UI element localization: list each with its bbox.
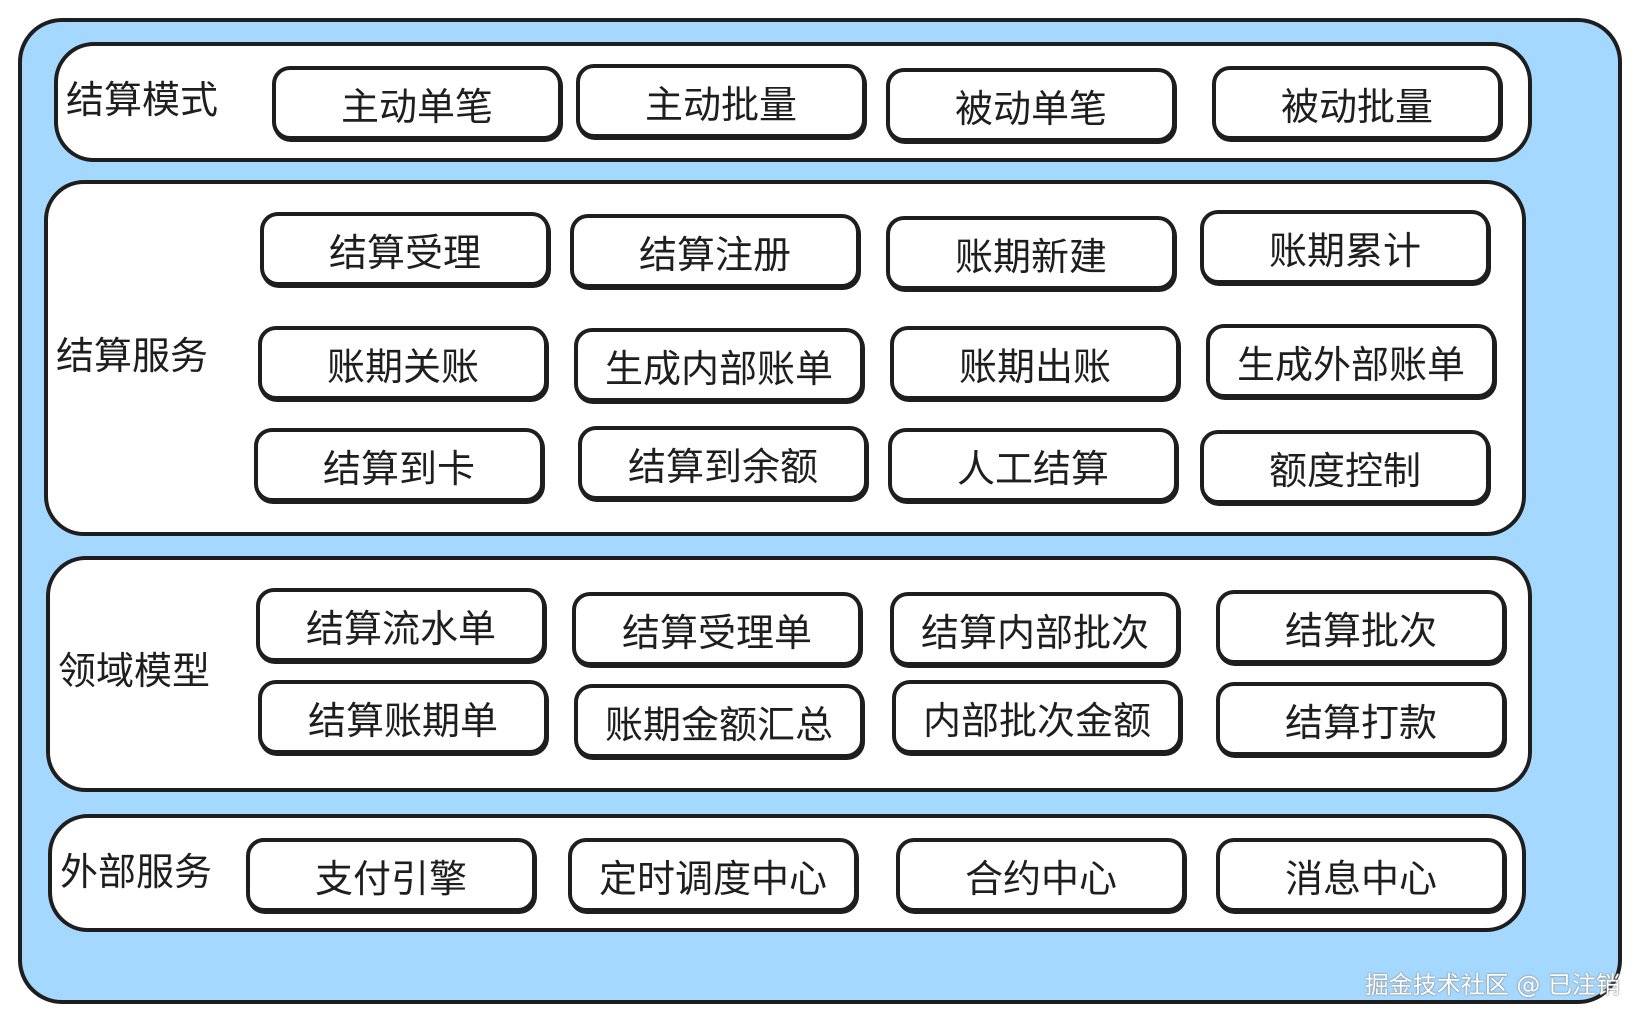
external-contract-center[interactable]: 合约中心 — [896, 838, 1186, 912]
service-register[interactable]: 结算注册 — [570, 214, 860, 288]
service-external-bill[interactable]: 生成外部账单 — [1206, 324, 1496, 398]
module-passive-batch[interactable]: 被动批量 — [1212, 66, 1502, 140]
layer-title-external-service: 外部服务 — [60, 850, 213, 894]
model-period-amount-summary[interactable]: 账期金额汇总 — [574, 684, 864, 758]
service-manual-settle[interactable]: 人工结算 — [888, 428, 1178, 502]
model-period-order[interactable]: 结算账期单 — [258, 680, 548, 754]
layer-title-domain-model: 领域模型 — [58, 649, 211, 693]
module-active-single[interactable]: 主动单笔 — [272, 66, 562, 140]
external-message-center[interactable]: 消息中心 — [1216, 838, 1506, 912]
model-accept-order[interactable]: 结算受理单 — [572, 592, 862, 666]
service-internal-bill[interactable]: 生成内部账单 — [574, 328, 864, 402]
layer-title-settlement-service: 结算服务 — [56, 334, 209, 378]
module-passive-single[interactable]: 被动单笔 — [886, 68, 1176, 142]
service-period-close[interactable]: 账期关账 — [258, 326, 548, 400]
service-period-accumulate[interactable]: 账期累计 — [1200, 210, 1490, 284]
model-internal-batch[interactable]: 结算内部批次 — [890, 592, 1180, 666]
module-active-batch[interactable]: 主动批量 — [576, 64, 866, 138]
service-period-billing[interactable]: 账期出账 — [890, 326, 1180, 400]
external-payment-engine[interactable]: 支付引擎 — [246, 838, 536, 912]
model-internal-batch-amount[interactable]: 内部批次金额 — [892, 680, 1182, 754]
model-settlement-flow[interactable]: 结算流水单 — [256, 588, 546, 662]
service-accept[interactable]: 结算受理 — [260, 212, 550, 286]
service-settle-to-card[interactable]: 结算到卡 — [254, 428, 544, 502]
model-settlement-payout[interactable]: 结算打款 — [1216, 682, 1506, 756]
watermark: 掘金技术社区 @ 已注销 — [1364, 971, 1620, 999]
external-scheduler-center[interactable]: 定时调度中心 — [568, 838, 858, 912]
service-period-create[interactable]: 账期新建 — [886, 216, 1176, 290]
service-quota-control[interactable]: 额度控制 — [1200, 430, 1490, 504]
service-settle-to-balance[interactable]: 结算到余额 — [578, 426, 868, 500]
model-settlement-batch[interactable]: 结算批次 — [1216, 590, 1506, 664]
layer-title-settlement-mode: 结算模式 — [66, 78, 219, 122]
